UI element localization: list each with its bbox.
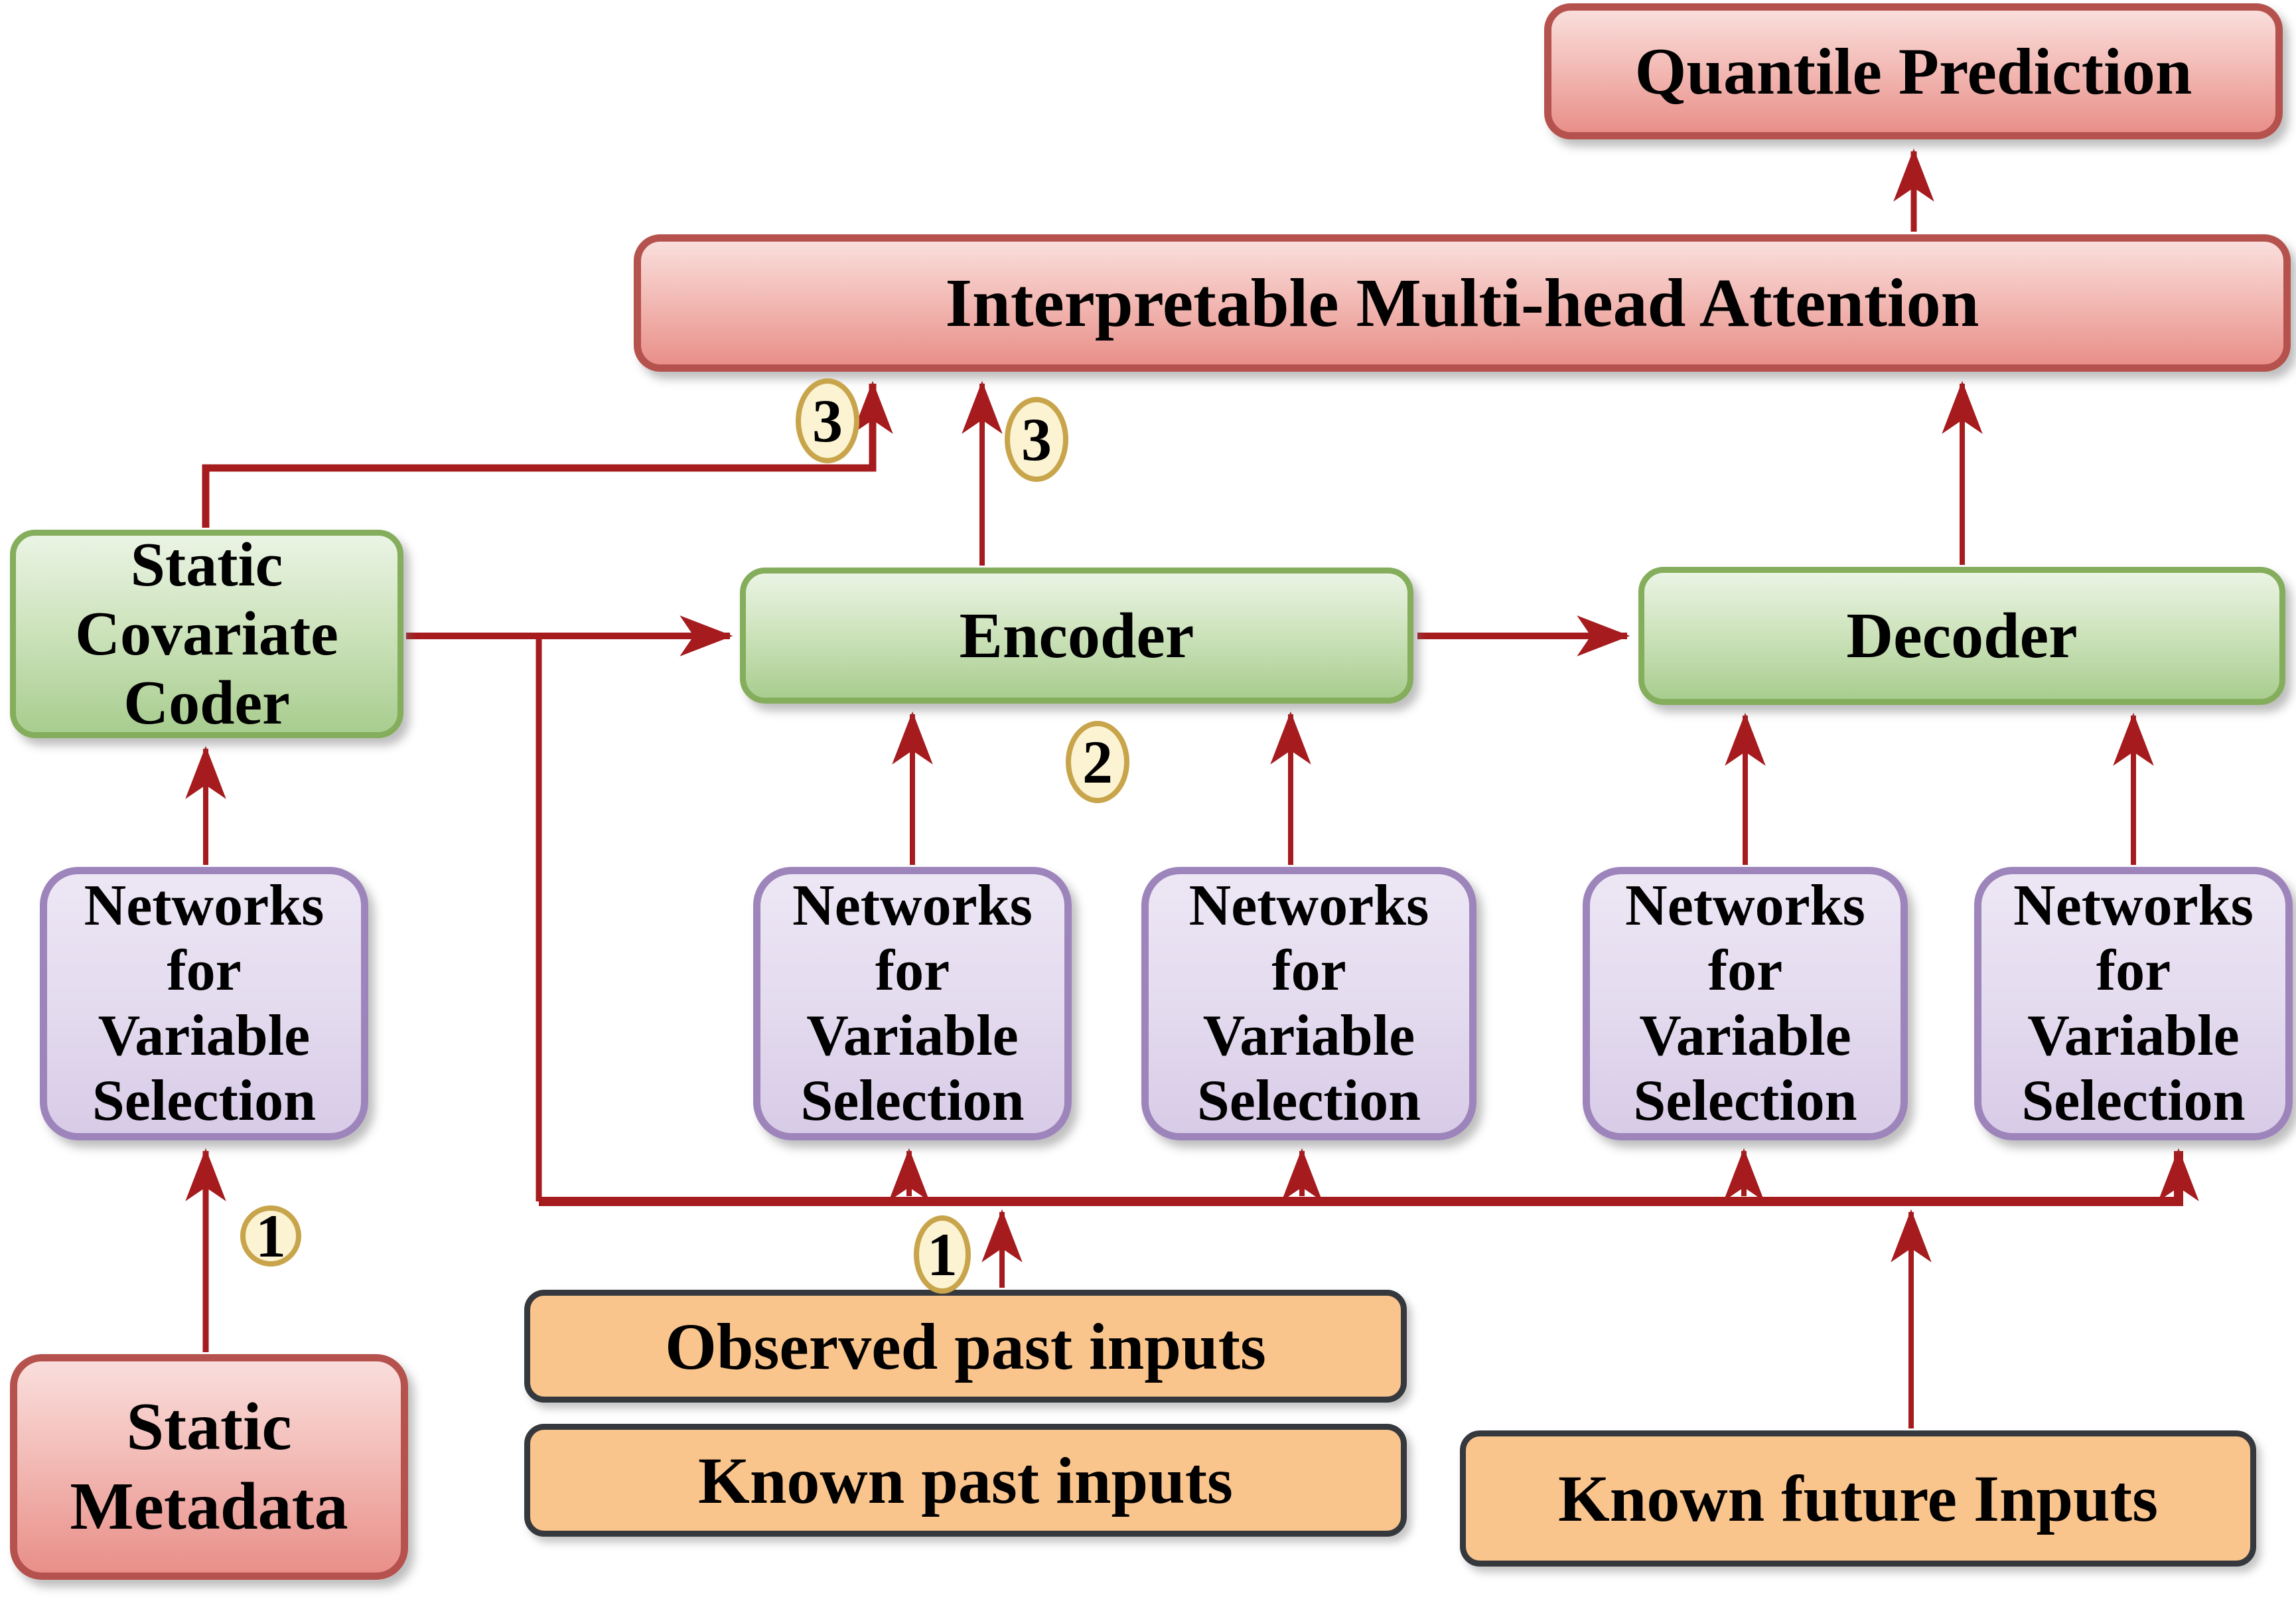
encoder-label: Encoder xyxy=(959,599,1194,672)
vsn4-line-1: Networks xyxy=(1625,874,1865,938)
vsn5-line-4: Selection xyxy=(2021,1069,2246,1133)
step-badge-2: 2 xyxy=(1066,721,1129,803)
step-badge-3-left: 3 xyxy=(796,378,859,463)
static-metadata-line-1: Static xyxy=(126,1389,292,1464)
vsn-box-2: Networks for Variable Selection xyxy=(753,867,1072,1140)
vsn2-line-4: Selection xyxy=(800,1069,1025,1133)
vsn3-line-2: for xyxy=(1271,939,1346,1003)
vsn2-line-1: Networks xyxy=(792,874,1033,938)
step-badge-1-left-value: 1 xyxy=(255,1202,286,1270)
known-past-inputs-box: Known past inputs xyxy=(524,1424,1407,1537)
vsn3-line-3: Variable xyxy=(1202,1004,1415,1068)
vsn1-line-4: Selection xyxy=(92,1069,317,1133)
step-badge-2-value: 2 xyxy=(1082,728,1113,796)
scc-line-3: Coder xyxy=(123,668,290,737)
vsn5-line-3: Variable xyxy=(2027,1004,2240,1068)
static-metadata-line-2: Metadata xyxy=(70,1469,348,1544)
attention-label: Interpretable Multi-head Attention xyxy=(945,265,1979,341)
decoder-label: Decoder xyxy=(1846,600,2078,672)
vsn2-line-3: Variable xyxy=(806,1004,1019,1068)
vsn1-line-2: for xyxy=(167,939,242,1003)
edge-scc-to-attention xyxy=(202,380,893,528)
vsn1-line-1: Networks xyxy=(84,874,324,938)
vsn3-line-1: Networks xyxy=(1188,874,1429,938)
observed-past-inputs-box: Observed past inputs xyxy=(524,1290,1407,1403)
quantile-prediction-box: Quantile Prediction xyxy=(1544,3,2283,139)
known-future-inputs-label: Known future Inputs xyxy=(1557,1462,2158,1535)
vsn1-line-3: Variable xyxy=(98,1004,311,1068)
vsn-box-5: Networks for Variable Selection xyxy=(1974,867,2293,1140)
known-future-inputs-box: Known future Inputs xyxy=(1460,1430,2256,1567)
vsn2-line-2: for xyxy=(875,939,950,1003)
step-badge-3-right-value: 3 xyxy=(1021,406,1052,473)
vsn-box-4: Networks for Variable Selection xyxy=(1583,867,1908,1140)
vsn3-line-4: Selection xyxy=(1196,1069,1421,1133)
vsn-box-1: Networks for Variable Selection xyxy=(40,867,368,1140)
static-metadata-box: Static Metadata xyxy=(10,1354,408,1580)
known-past-inputs-label: Known past inputs xyxy=(698,1443,1233,1517)
edge-input-bus xyxy=(539,1148,2199,1206)
static-covariate-coder-box: Static Covariate Coder xyxy=(10,530,403,738)
encoder-box: Encoder xyxy=(740,568,1413,704)
vsn4-line-4: Selection xyxy=(1633,1069,1857,1133)
quantile-prediction-label: Quantile Prediction xyxy=(1634,35,2192,108)
vsn5-line-1: Networks xyxy=(2013,874,2254,938)
step-badge-1-left: 1 xyxy=(240,1202,301,1270)
vsn4-line-3: Variable xyxy=(1639,1004,1851,1068)
observed-past-inputs-label: Observed past inputs xyxy=(665,1309,1266,1383)
step-badge-1-middle-value: 1 xyxy=(927,1221,958,1288)
interpretable-multi-head-attention-box: Interpretable Multi-head Attention xyxy=(634,234,2291,372)
vsn5-line-2: for xyxy=(2096,939,2171,1003)
scc-line-2: Covariate xyxy=(75,599,338,668)
step-badge-3-left-value: 3 xyxy=(812,387,843,455)
step-badge-1-middle: 1 xyxy=(914,1215,971,1294)
decoder-box: Decoder xyxy=(1638,567,2285,705)
step-badge-3-right: 3 xyxy=(1005,397,1068,482)
scc-line-1: Static xyxy=(130,530,283,599)
vsn-box-3: Networks for Variable Selection xyxy=(1141,867,1476,1140)
vsn4-line-2: for xyxy=(1707,939,1783,1003)
